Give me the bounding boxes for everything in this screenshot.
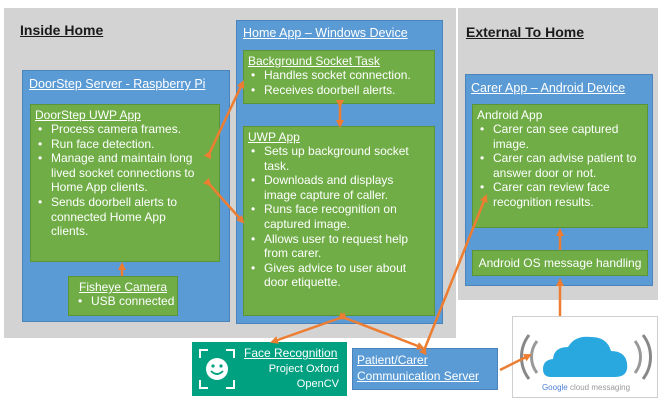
communication-server-line2: Communication Server <box>357 369 480 383</box>
bullet-item: Runs face recognition on captured image. <box>248 202 430 231</box>
bullet-item: Gives advice to user about door etiquett… <box>248 261 430 290</box>
arrow-uwp-comm-server <box>337 312 425 350</box>
bullet-item: Allows user to request help from carer. <box>248 232 430 261</box>
doorstep-uwp-app-bullets: Process camera frames. Run face detectio… <box>35 122 215 239</box>
background-socket-task-bullets: Handles socket connection. Receives door… <box>248 68 430 97</box>
bullet-item: Process camera frames. <box>35 122 215 137</box>
background-socket-task-title: Background Socket Task <box>248 54 380 68</box>
gcm-brand: Google <box>541 383 568 392</box>
home-uwp-app-box: UWP App Sets up background socket task. … <box>243 126 435 316</box>
inside-home-title: Inside Home <box>20 22 104 38</box>
bullet-item: Carer can see captured image. <box>477 122 643 151</box>
android-app-title: Android App <box>477 108 543 122</box>
bullet-item: Downloads and displays image capture of … <box>248 173 430 202</box>
android-app-bullets: Carer can see captured image. Carer can … <box>477 122 643 210</box>
arrow-server-home-uwp <box>203 177 245 224</box>
face-recognition-title: Face Recognition <box>244 346 338 360</box>
doorstep-server-title: DoorStep Server - Raspberry Pi <box>29 77 206 91</box>
bullet-item: USB connected <box>75 294 174 309</box>
arrow-comm-server-gcm <box>499 353 532 372</box>
bullet-item: Sets up background socket task. <box>248 144 430 173</box>
fisheye-camera-title: Fisheye Camera <box>78 280 168 294</box>
arrow-comm-server-android <box>419 194 488 356</box>
android-os-handling-box: Android OS message handling <box>472 250 648 276</box>
bullet-item: Manage and maintain long lived socket co… <box>35 151 215 195</box>
doorstep-uwp-app-title: DoorStep UWP App <box>35 108 141 122</box>
background-socket-task-box: Background Socket Task Handles socket co… <box>243 50 435 104</box>
bullet-item: Handles socket connection. <box>248 68 430 83</box>
face-recognition-line2: OpenCV <box>296 378 339 390</box>
fisheye-camera-bullets: USB connected <box>75 294 174 309</box>
arrow-server-socket-task <box>203 80 245 160</box>
external-home-title: External To Home <box>466 24 584 40</box>
gcm-text: cloud messaging <box>569 383 631 392</box>
home-uwp-app-title: UWP App <box>248 130 300 144</box>
face-scan-icon <box>199 349 235 389</box>
home-app-title: Home App – Windows Device <box>243 26 408 40</box>
bullet-item: Run face detection. <box>35 137 215 152</box>
gcm-wordmark: Google cloud messaging <box>513 383 659 392</box>
face-recognition-line1: Project Oxford <box>268 363 339 375</box>
doorstep-uwp-app-box: DoorStep UWP App Process camera frames. … <box>30 104 220 262</box>
bullet-item: Receives doorbell alerts. <box>248 83 430 98</box>
arrow-uwp-face-recognition <box>270 312 347 344</box>
android-app-box: Android App Carer can see captured image… <box>472 104 648 228</box>
communication-server-line1: Patient/Carer <box>357 353 428 367</box>
fisheye-camera-box: Fisheye Camera USB connected <box>68 276 178 316</box>
bullet-item: Sends doorbell alerts to connected Home … <box>35 195 215 239</box>
home-uwp-app-bullets: Sets up background socket task. Download… <box>248 144 430 290</box>
android-os-handling-title: Android OS message handling <box>478 256 642 270</box>
gcm-logo-panel: Google cloud messaging <box>512 316 658 398</box>
bullet-item: Carer can advise patient to answer door … <box>477 151 643 180</box>
bullet-item: Carer can review face recognition result… <box>477 180 643 209</box>
face-recognition-box: Face Recognition Project Oxford OpenCV <box>192 342 347 396</box>
carer-app-title: Carer App – Android Device <box>471 81 626 95</box>
